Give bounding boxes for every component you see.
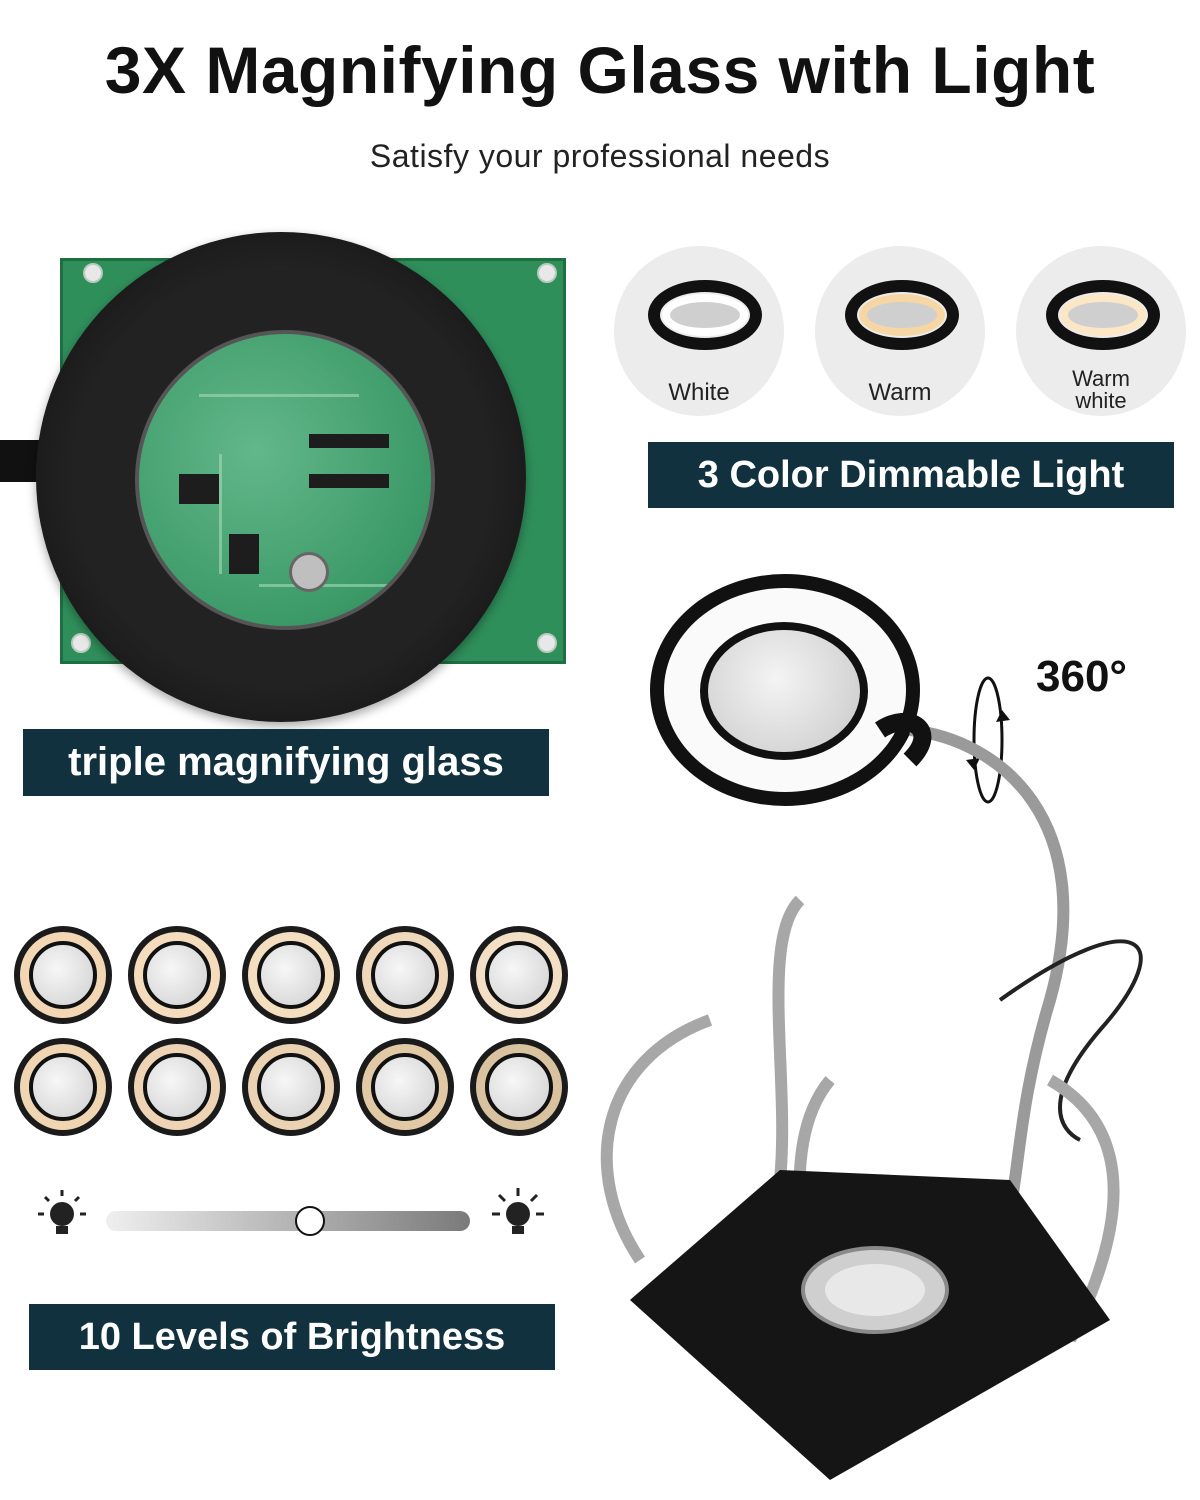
page-subtitle: Satisfy your professional needs: [369, 138, 831, 174]
rotate-arrow-icon: [966, 676, 1010, 804]
brightness-lamp-lens: [485, 941, 553, 1009]
brightness-level-lamp: [470, 1038, 568, 1136]
brightness-lamp-lens: [143, 1053, 211, 1121]
color-mode-warm: Warm: [815, 246, 985, 416]
helping-hands-stand: [600, 712, 1143, 1480]
color-mode-white: White: [614, 246, 784, 416]
brightness-level-lamp: [242, 926, 340, 1024]
brightness-level-lamp: [356, 926, 454, 1024]
brightness-level-lamp: [14, 926, 112, 1024]
brightness-lamp-lens: [371, 941, 439, 1009]
magnifier-lens: [135, 330, 435, 630]
brightness-level-lamp: [242, 1038, 340, 1136]
brightness-slider-knob[interactable]: [294, 1206, 325, 1236]
color-banner: 3 Color Dimmable Light: [648, 442, 1174, 508]
brightness-level-lamp: [470, 926, 568, 1024]
brightness-level-lamp: [128, 1038, 226, 1136]
brightness-slider-track[interactable]: [106, 1211, 470, 1231]
brightness-lamp-lens: [485, 1053, 553, 1121]
brightness-lamp-lens: [371, 1053, 439, 1121]
brightness-lamp-lens: [143, 941, 211, 1009]
brightness-banner: 10 Levels of Brightness: [29, 1304, 555, 1370]
brightness-lamp-lens: [29, 941, 97, 1009]
brightness-level-lamp: [128, 926, 226, 1024]
brightness-lamp-lens: [257, 941, 325, 1009]
dim-bulb-icon: [38, 1190, 86, 1234]
bright-bulb-icon: [492, 1188, 544, 1234]
brightness-level-lamp: [356, 1038, 454, 1136]
rotation-label: 360°: [1036, 652, 1128, 701]
lamp-lens: [700, 622, 868, 760]
brightness-level-lamp: [14, 1038, 112, 1136]
brightness-lamp-lens: [257, 1053, 325, 1121]
color-mode-warm-white: Warm white: [1016, 246, 1186, 416]
page-title: 3X Magnifying Glass with Light: [104, 33, 1096, 107]
magnifier-banner: triple magnifying glass: [23, 729, 549, 796]
brightness-lamp-lens: [29, 1053, 97, 1121]
